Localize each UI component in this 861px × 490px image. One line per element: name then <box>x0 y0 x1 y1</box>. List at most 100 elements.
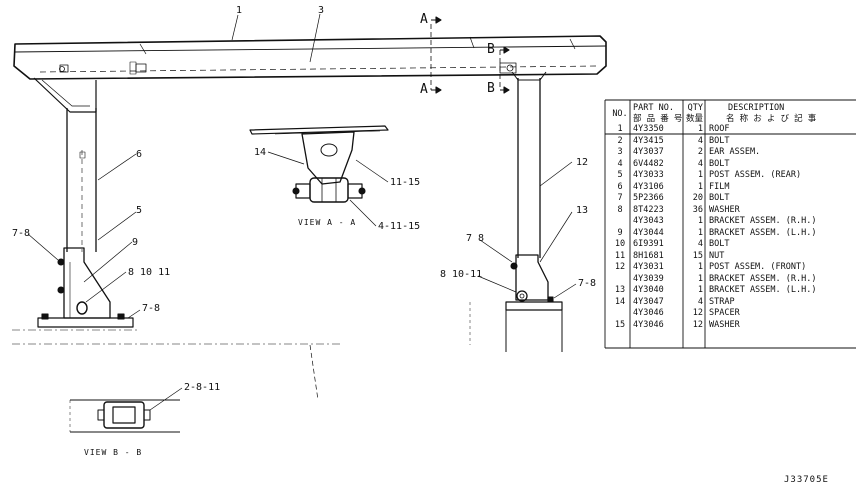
part-description: ROOF <box>709 124 730 134</box>
part-number: 4Y3047 <box>633 296 664 307</box>
part-qty: 12 <box>692 308 703 318</box>
part-qty: 1 <box>697 227 703 238</box>
front-post <box>511 71 547 258</box>
part-no-index: 4 <box>617 158 623 169</box>
part-number: 4Y3043 <box>633 216 664 226</box>
part-number: 6V4482 <box>633 158 664 169</box>
leader-lines <box>27 13 577 411</box>
part-number: 4Y3037 <box>633 147 664 157</box>
view-a-title: VIEW A - A <box>298 218 357 227</box>
part-description: SPACER <box>709 308 740 318</box>
section-lines <box>430 16 510 94</box>
rear-base <box>12 313 340 345</box>
part-no-index: 7 <box>617 193 623 203</box>
part-description: FILM <box>709 181 730 192</box>
part-number: 5P2366 <box>633 193 664 203</box>
part-qty: 1 <box>697 124 703 134</box>
header-qty-jp: 数量 <box>685 114 703 124</box>
part-no-index: 6 <box>617 181 623 192</box>
table-row: 11 8H1681 15 NUT <box>608 251 853 263</box>
callout-11-15: 11-15 <box>390 177 421 188</box>
part-no-index: 2 <box>617 135 623 146</box>
part-description: BOLT <box>709 193 730 203</box>
part-no-index: 12 <box>614 262 626 272</box>
part-no-index: 13 <box>614 285 626 295</box>
callout-7-8-right: 7 8 <box>466 233 485 244</box>
part-description: BRACKET ASSEM. (R.H.) <box>709 273 817 284</box>
callout-2-8-11: 2-8-11 <box>184 382 221 393</box>
part-no-index: 3 <box>617 147 623 157</box>
header-description-jp: 名 称 お よ び 記 事 <box>726 114 817 124</box>
drawing-number: J33705E <box>784 475 829 485</box>
callout-4-11-15: 4-11-15 <box>378 221 421 232</box>
callout-5: 5 <box>136 205 143 216</box>
header-no: NO. <box>612 109 628 119</box>
front-bracket <box>469 254 563 352</box>
part-no-index: 9 <box>617 227 623 238</box>
view-b-title: VIEW B - B <box>84 448 143 457</box>
part-qty: 1 <box>697 181 703 192</box>
part-number: 4Y3046 <box>633 308 664 318</box>
part-description: BRACKET ASSEM. (R.H.) <box>709 216 817 226</box>
callout-1: 1 <box>236 5 243 16</box>
table-row: 1 4Y3350 1 ROOF <box>608 124 853 136</box>
header-description: DESCRIPTION <box>728 103 785 113</box>
section-b-top: B <box>487 42 495 57</box>
header-part-no: PART NO. <box>633 103 674 113</box>
view-a-detail <box>249 125 389 203</box>
table-row: 4Y3046 12 SPACER <box>608 308 853 320</box>
callout-7-8-left: 7-8 <box>12 228 31 239</box>
callout-8-10-11-right: 8 10-11 <box>440 269 483 280</box>
part-qty: 1 <box>697 262 703 272</box>
callout-8-10-11-left: 8 10 11 <box>128 267 171 278</box>
part-number: 4Y3044 <box>633 227 664 238</box>
part-qty: 1 <box>697 273 703 284</box>
table-row: 9 4Y3044 1 BRACKET ASSEM. (L.H.) <box>608 228 853 240</box>
part-number: 4Y3046 <box>633 319 664 330</box>
part-description: EAR ASSEM. <box>709 147 761 157</box>
callout-14: 14 <box>254 147 267 158</box>
part-qty: 4 <box>697 296 703 307</box>
header-part-no-jp: 部 品 番 号 <box>633 114 683 124</box>
part-no-index: 1 <box>617 124 623 134</box>
part-no-index: 5 <box>617 170 623 180</box>
part-number: 4Y3415 <box>633 135 664 146</box>
part-qty: 2 <box>697 147 703 157</box>
callout-6: 6 <box>136 149 143 160</box>
section-a-bottom: A <box>420 82 428 97</box>
part-qty: 4 <box>697 158 703 169</box>
part-description: BOLT <box>709 158 730 169</box>
part-no-index: 8 <box>617 204 623 215</box>
part-number: 4Y3033 <box>633 170 664 180</box>
callout-9: 9 <box>132 237 139 248</box>
part-no-index: 14 <box>614 296 626 307</box>
table-row: 3 4Y3037 2 EAR ASSEM. <box>608 147 853 159</box>
part-description: BOLT <box>709 239 730 249</box>
part-description: POST ASSEM. (FRONT) <box>709 262 807 272</box>
part-description: NUT <box>709 250 725 261</box>
rear-post <box>33 77 97 252</box>
part-description: BRACKET ASSEM. (L.H.) <box>709 227 817 238</box>
part-no-index: 15 <box>614 319 626 330</box>
part-qty: 15 <box>692 250 703 261</box>
part-description: STRAP <box>709 296 735 307</box>
part-number: 4Y3106 <box>633 181 664 192</box>
part-number: 4Y3031 <box>633 262 664 272</box>
header-qty: QTY <box>687 103 703 113</box>
part-number: 4Y3350 <box>633 124 664 134</box>
part-description: POST ASSEM. (REAR) <box>709 170 802 180</box>
part-no-index: 10 <box>614 239 626 249</box>
part-no-index: 11 <box>614 250 626 261</box>
part-number: 8T4223 <box>633 204 664 215</box>
table-row: 4 6V4482 4 BOLT <box>608 159 853 171</box>
part-description: BRACKET ASSEM. (L.H.) <box>709 285 817 295</box>
parts-table-header: NO. PART NO. QTY DESCRIPTION 部 品 番 号 数量 … <box>608 102 853 124</box>
part-number: 8H1681 <box>633 250 664 261</box>
